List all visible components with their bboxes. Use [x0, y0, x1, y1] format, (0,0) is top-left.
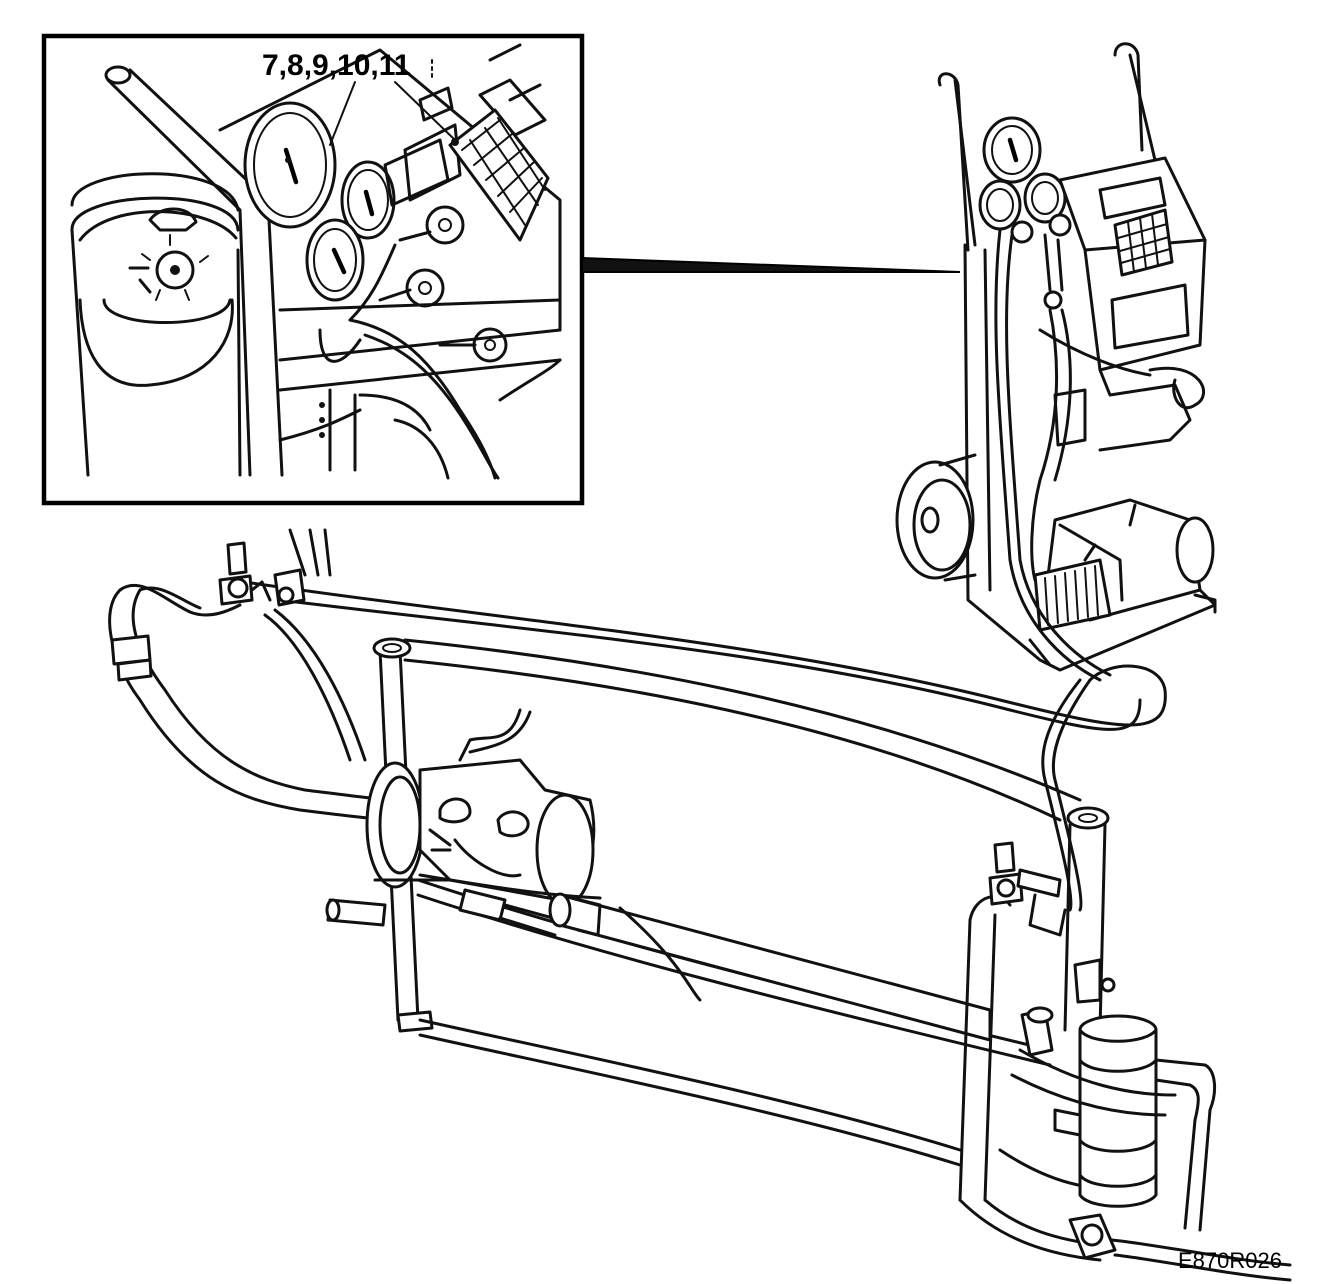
figure-code: E870R026 — [1178, 1248, 1282, 1273]
inset-leader-line — [581, 256, 961, 273]
detail-inset: 7,8,9,10,11 — [41, 33, 961, 506]
vehicle-ac-system — [108, 528, 1292, 1282]
ac-compressor — [365, 708, 596, 907]
unit-keypad — [1113, 208, 1174, 277]
callout-label: 7,8,9,10,11 — [262, 49, 410, 82]
receiver-drier — [1053, 1014, 1158, 1260]
inset-drawing — [70, 43, 562, 480]
inset-keypad — [448, 108, 550, 242]
service-station-unit — [895, 42, 1217, 682]
